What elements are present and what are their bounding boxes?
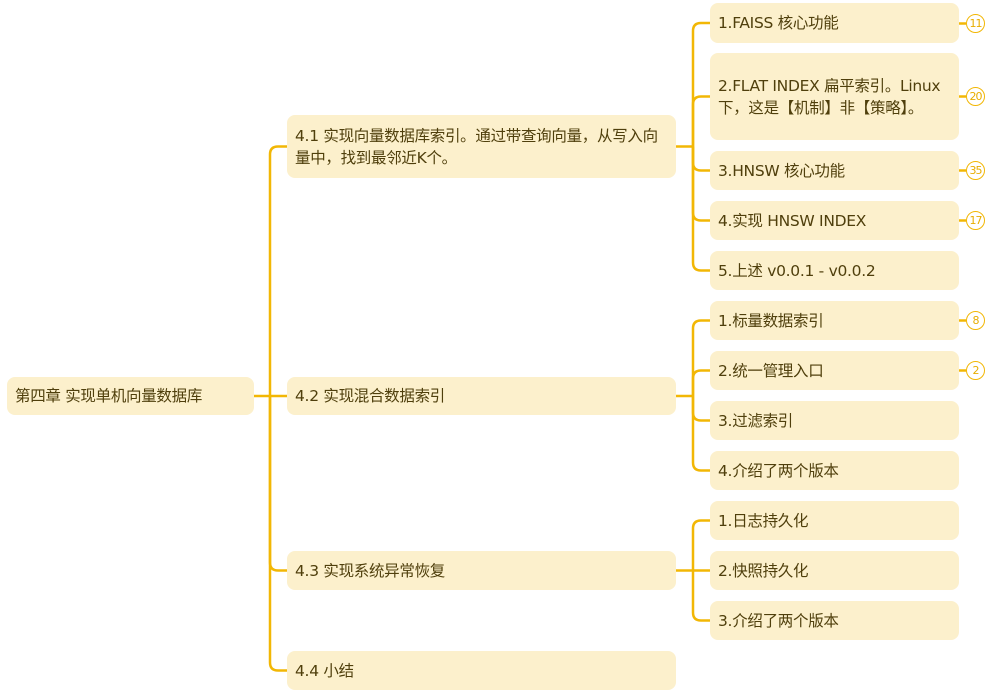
collapsed-count-badge[interactable]: 20 (966, 87, 985, 106)
collapsed-count-badge[interactable]: 35 (966, 161, 985, 180)
connector (691, 21, 710, 147)
connector (691, 146, 710, 172)
topic-label: 1.标量数据索引 (718, 311, 824, 330)
section-node-4-4[interactable]: 4.4 小结 (287, 651, 676, 690)
topic-label: 3.HNSW 核心功能 (718, 161, 845, 180)
section-label: 4.4 小结 (295, 661, 354, 680)
topic-label: 1.FAISS 核心功能 (718, 14, 839, 32)
topic-node[interactable]: 2.快照持久化 (710, 551, 959, 590)
topic-label: 4.介绍了两个版本 (718, 461, 839, 480)
topic-label: 5.上述 v0.0.1 - v0.0.2 (718, 261, 876, 280)
connector (691, 319, 710, 396)
topic-node[interactable]: 1.FAISS 核心功能 (710, 3, 959, 43)
root-label: 第四章 实现单机向量数据库 (15, 387, 203, 405)
connector (691, 396, 710, 422)
section-node-4-3[interactable]: 4.3 实现系统异常恢复 (287, 551, 676, 590)
topic-node[interactable]: 2.FLAT INDEX 扁平索引。Linux 下，这是【机制】非【策略】。 (710, 53, 959, 140)
topic-label: 3.介绍了两个版本 (718, 611, 839, 630)
connector (268, 396, 287, 572)
root-node[interactable]: 第四章 实现单机向量数据库 (7, 377, 254, 415)
topic-node[interactable]: 4.介绍了两个版本 (710, 451, 959, 490)
connector (691, 146, 710, 272)
topic-label: 4.实现 HNSW INDEX (718, 211, 867, 230)
topic-label: 3.过滤索引 (718, 411, 793, 430)
topic-node[interactable]: 3.过滤索引 (710, 401, 959, 440)
section-node-4-1[interactable]: 4.1 实现向量数据库索引。通过带查询向量，从写入向量中，找到最邻近K个。 (287, 115, 676, 178)
connector (691, 396, 710, 472)
topic-node[interactable]: 3.介绍了两个版本 (710, 601, 959, 640)
collapsed-count-badge[interactable]: 8 (966, 311, 985, 330)
topic-label: 2.快照持久化 (718, 561, 809, 580)
topic-node[interactable]: 1.标量数据索引 (710, 301, 959, 340)
section-label: 4.2 实现混合数据索引 (295, 387, 445, 405)
connector (691, 369, 710, 396)
section-node-4-2[interactable]: 4.2 实现混合数据索引 (287, 377, 676, 415)
connector (691, 519, 710, 571)
connector (268, 145, 287, 396)
connector (691, 570, 710, 622)
collapsed-count-badge[interactable]: 11 (966, 14, 985, 33)
topic-node[interactable]: 3.HNSW 核心功能 (710, 151, 959, 190)
topic-node[interactable]: 4.实现 HNSW INDEX (710, 201, 959, 240)
section-label: 4.3 实现系统异常恢复 (295, 561, 445, 580)
collapsed-count-badge[interactable]: 17 (966, 211, 985, 230)
topic-label: 2.FLAT INDEX 扁平索引。Linux 下，这是【机制】非【策略】。 (718, 76, 941, 117)
collapsed-count-badge[interactable]: 2 (966, 361, 985, 380)
topic-node[interactable]: 5.上述 v0.0.1 - v0.0.2 (710, 251, 959, 290)
connector (691, 95, 710, 147)
connector (691, 146, 710, 222)
topic-label: 1.日志持久化 (718, 511, 809, 530)
section-label: 4.1 实现向量数据库索引。通过带查询向量，从写入向量中，找到最邻近K个。 (295, 126, 658, 167)
topic-node[interactable]: 1.日志持久化 (710, 501, 959, 540)
topic-label: 2.统一管理入口 (718, 361, 824, 380)
connector (268, 396, 287, 672)
topic-node[interactable]: 2.统一管理入口 (710, 351, 959, 390)
